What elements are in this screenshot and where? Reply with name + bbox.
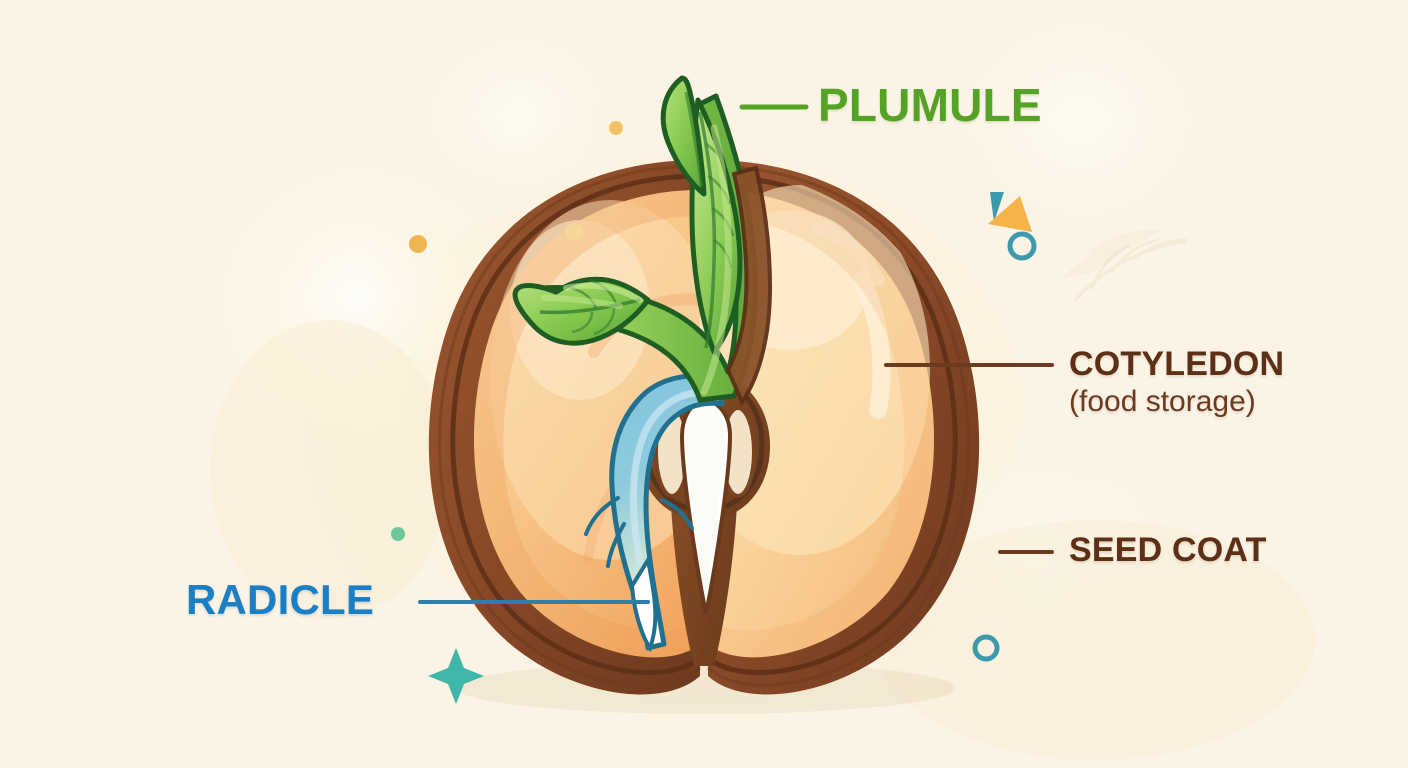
leaf-right-midrib	[698, 111, 717, 349]
decorations	[391, 121, 1037, 704]
label-cotyledon-subtext: (food storage)	[1069, 385, 1256, 419]
label-plumule: PLUMULE	[818, 79, 1042, 131]
label-cotyledon-text: COTYLEDON	[1069, 345, 1285, 383]
sparkle-teal-icon	[428, 648, 484, 704]
label-seed-coat-text: SEED COAT	[1069, 531, 1267, 569]
root-hair-3	[660, 498, 694, 530]
ring-teal-lower-icon	[972, 634, 1000, 662]
label-cotyledon: COTYLEDON (food storage)	[1069, 345, 1285, 419]
plumule-group	[512, 75, 773, 407]
ring-teal-upper-icon	[1007, 231, 1037, 261]
epicotyl-collar	[725, 165, 773, 407]
seed-coat-left-innerline	[450, 173, 702, 676]
label-radicle: RADICLE	[186, 578, 374, 622]
root-hair-1	[584, 496, 620, 536]
dot-cream-icon	[565, 223, 583, 241]
watermark-branch	[1062, 229, 1160, 278]
dot-green-icon	[391, 527, 405, 541]
dot-orange-small-icon	[609, 121, 623, 135]
watermark-leaf	[1073, 238, 1188, 302]
plumule-leaflet-upper	[660, 75, 707, 197]
triangle-teal-icon	[990, 192, 1004, 222]
label-radicle-text: RADICLE	[186, 576, 375, 623]
label-seed-coat: SEED COAT	[1069, 531, 1267, 569]
leader-lines	[418, 104, 1054, 604]
dot-orange-upper-icon	[409, 235, 427, 253]
leaf-left-midrib	[539, 298, 641, 315]
triangle-orange-icon	[988, 196, 1032, 232]
seed-body	[428, 75, 980, 714]
label-plumule-text: PLUMULE	[818, 79, 1042, 131]
root-hair-2	[606, 522, 626, 568]
